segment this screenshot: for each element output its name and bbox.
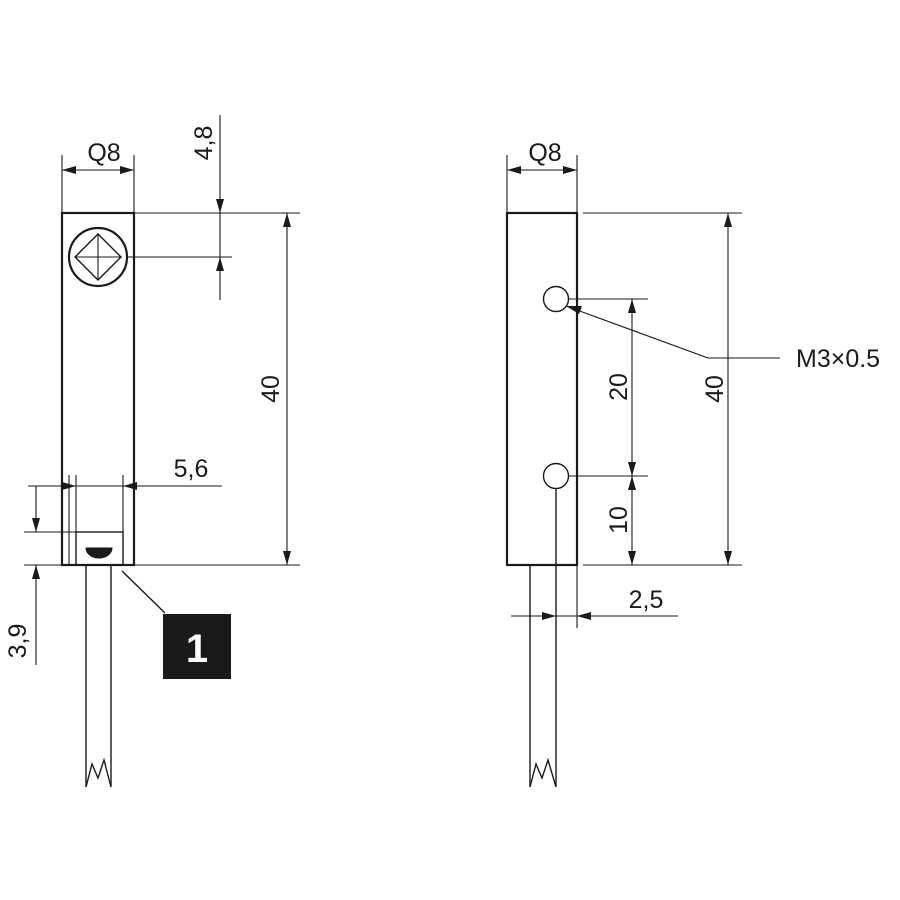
right-width-label: Q8	[528, 139, 561, 167]
left-slot-width-label: 5,6	[174, 455, 209, 483]
left-height-dimension: 40	[134, 213, 300, 566]
right-height-dimension: 40	[583, 212, 742, 566]
left-bottom-offset-label: 3,9	[4, 624, 32, 659]
cable-slot	[68, 475, 124, 566]
mounting-hole-bottom	[542, 462, 570, 490]
left-width-label: Q8	[87, 139, 120, 167]
right-width-dimension: Q8	[506, 139, 578, 213]
thread-label: M3×0.5	[796, 345, 880, 373]
right-hole-spacing-label: 20	[605, 373, 633, 401]
right-height-label: 40	[701, 375, 729, 403]
left-view: Q8 4,8 40	[4, 115, 300, 788]
right-sensor-body	[505, 211, 579, 567]
callout-1: 1	[121, 570, 231, 679]
left-width-dimension: Q8	[61, 139, 135, 213]
right-view: Q8 20 10 40	[505, 139, 880, 788]
left-slot-width-dimension: 5,6	[28, 455, 222, 490]
right-cable	[529, 488, 557, 788]
led-indicator-icon	[67, 226, 129, 288]
callout-label: 1	[186, 627, 208, 671]
left-cable	[85, 565, 112, 788]
callout-badge	[163, 614, 231, 679]
right-hole-spacing-dimension: 20	[605, 299, 636, 565]
right-hole-bottom-label: 10	[605, 506, 633, 534]
left-bottom-offset-dimension: 3,9	[4, 486, 76, 665]
connector-icon	[85, 547, 113, 559]
thread-callout: M3×0.5	[565, 305, 880, 373]
right-cable-offset-label: 2,5	[629, 586, 664, 614]
right-cable-offset-dimension: 2,5	[511, 565, 678, 628]
left-top-offset-dimension: 4,8	[190, 115, 224, 300]
mounting-hole-top	[542, 285, 570, 313]
left-height-label: 40	[257, 375, 285, 403]
right-hole-bottom-dimension: 10	[605, 476, 636, 565]
left-top-offset-label: 4,8	[190, 126, 218, 161]
